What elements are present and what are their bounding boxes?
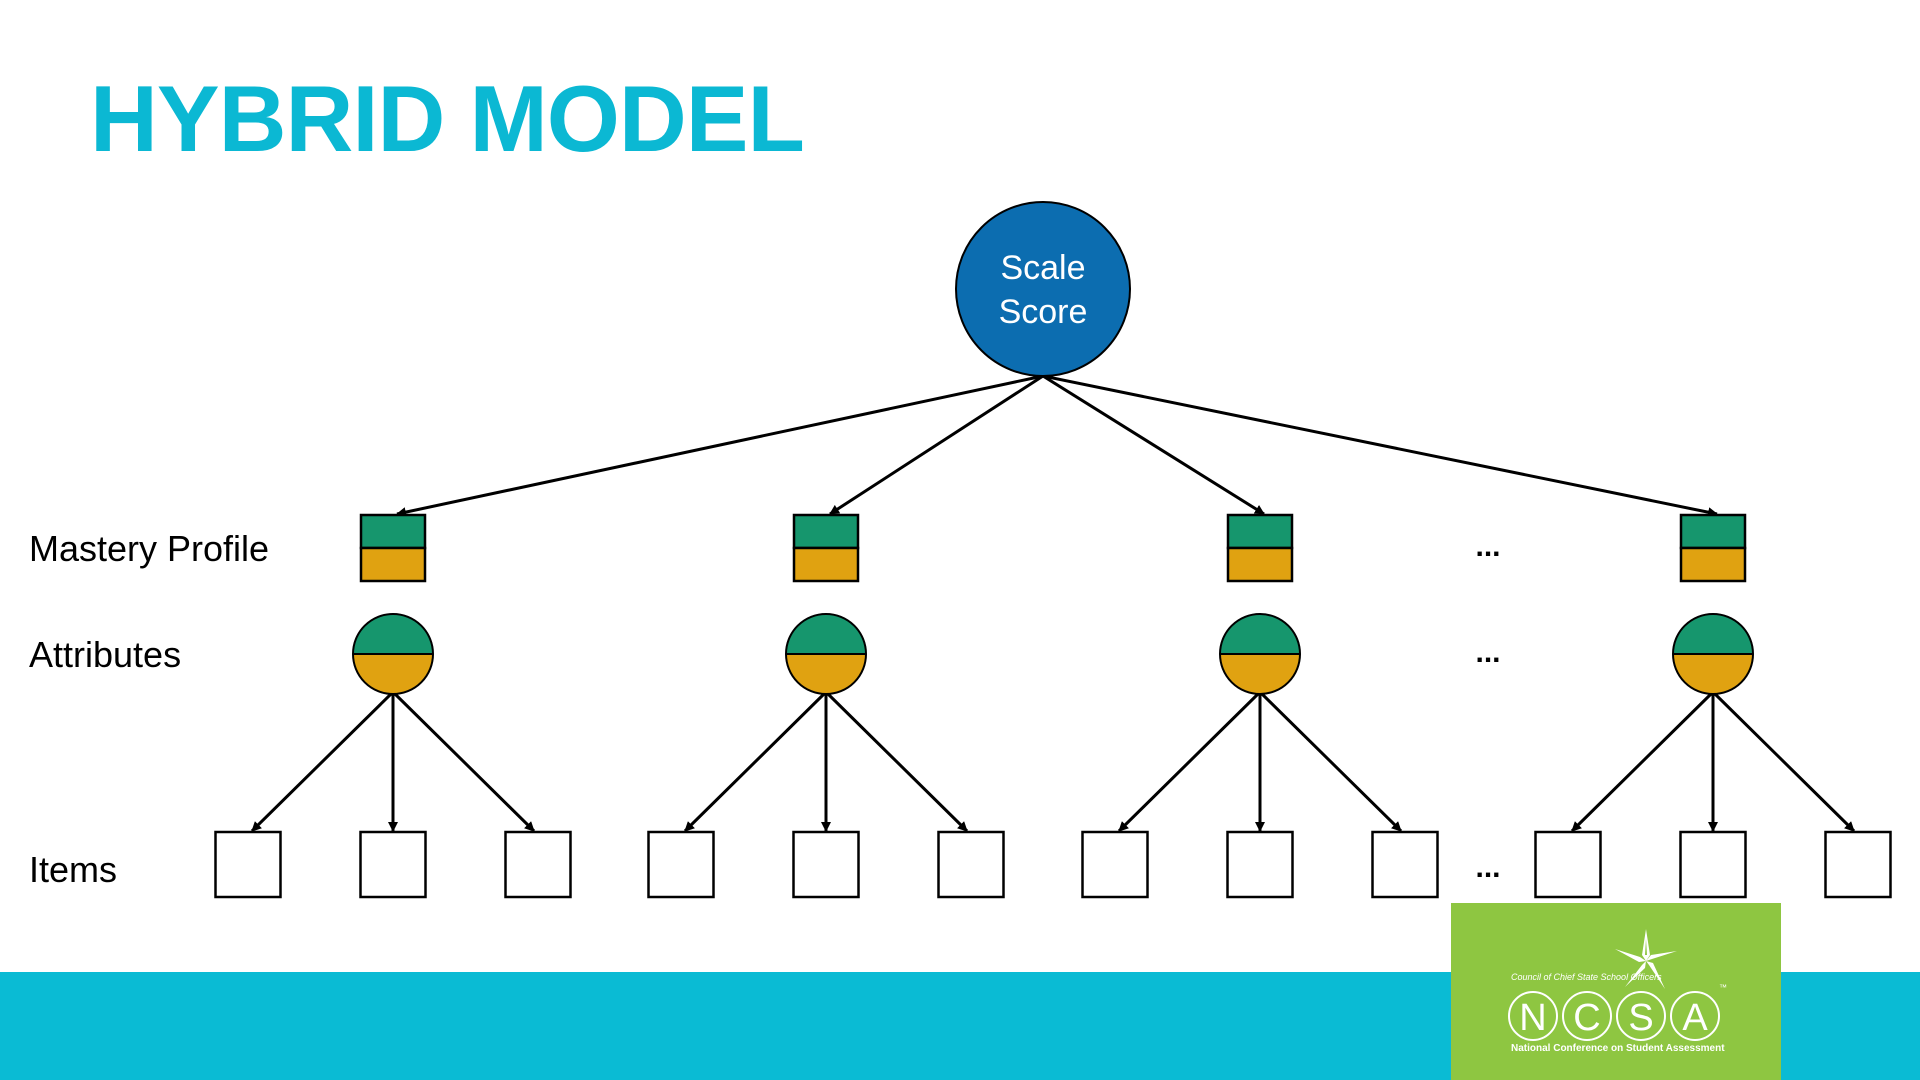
item-node <box>1824 830 1892 899</box>
scale-score-label-line1: Scale <box>1000 249 1085 287</box>
item-node <box>647 830 715 899</box>
root-to-profile-arrow <box>829 374 1044 516</box>
mastery-profile-top <box>1226 513 1294 550</box>
mastery-profile-top <box>359 513 427 550</box>
attribute-node <box>1672 613 1754 695</box>
mastery-profile-bottom <box>359 546 427 583</box>
root-to-profile-arrow <box>396 374 1044 518</box>
attribute-to-item-arrow <box>1711 690 1856 833</box>
slide-title: HYBRID MODEL <box>90 66 805 171</box>
attribute-to-item-arrow <box>250 690 395 833</box>
logo-organization-text: Council of Chief State School Officers <box>1511 972 1662 982</box>
items-label: Items <box>29 849 118 890</box>
mastery-profile-label: Mastery Profile <box>29 528 270 569</box>
item-node <box>1679 830 1747 899</box>
attribute-bottom-half <box>1673 654 1753 694</box>
logo-letter: A <box>1682 997 1708 1039</box>
attribute-to-item-arrow <box>391 690 536 833</box>
attribute-to-item-arrow <box>683 690 828 833</box>
item-node <box>792 830 860 899</box>
logo-full-name: National Conference on Student Assessmen… <box>1511 1043 1725 1054</box>
item-node <box>1534 830 1602 899</box>
root-to-profile-arrow <box>1042 374 1718 518</box>
mastery-profile-bottom <box>1679 546 1747 583</box>
item-node <box>504 830 572 899</box>
attribute-bottom-half <box>786 654 866 694</box>
star-logo-icon <box>1615 929 1677 989</box>
item-node <box>1371 830 1439 899</box>
mastery-profile-bottom <box>792 546 860 583</box>
attribute-top-half <box>1220 614 1300 654</box>
attribute-node <box>785 613 867 695</box>
attribute-node <box>1219 613 1301 695</box>
attribute-bottom-half <box>1220 654 1300 694</box>
scale-score-label-line2: Score <box>999 293 1088 331</box>
item-node <box>937 830 1005 899</box>
items-ellipsis: ... <box>1475 851 1500 884</box>
mastery-ellipsis: ... <box>1475 530 1500 563</box>
item-node <box>1081 830 1149 899</box>
mastery-profile-top <box>1679 513 1747 550</box>
logo-letter: N <box>1519 997 1546 1039</box>
attribute-top-half <box>1673 614 1753 654</box>
trademark-symbol: ™ <box>1719 983 1727 992</box>
root-to-profile-arrow <box>1042 374 1265 516</box>
attribute-bottom-half <box>353 654 433 694</box>
attribute-top-half <box>786 614 866 654</box>
mastery-profile-top <box>792 513 860 550</box>
attribute-to-item-arrow <box>1570 690 1715 833</box>
attribute-node <box>352 613 434 695</box>
attributes-label: Attributes <box>29 634 182 675</box>
scale-score-node <box>955 201 1131 377</box>
logo-letter: S <box>1628 997 1653 1039</box>
ncsa-logo: Council of Chief State School Officers N… <box>1451 903 1781 1080</box>
item-node <box>214 830 282 899</box>
logo-letter: C <box>1573 997 1600 1039</box>
attribute-to-item-arrow <box>824 690 969 833</box>
attributes-ellipsis: ... <box>1475 636 1500 669</box>
diagram-nodes: ScaleScore......... <box>214 201 1892 899</box>
item-node <box>1226 830 1294 899</box>
ncsa-lettermark: N C S A <box>1508 991 1720 1041</box>
attribute-to-item-arrow <box>1258 690 1403 833</box>
diagram-edges <box>250 374 1856 833</box>
attribute-to-item-arrow <box>1117 690 1262 833</box>
item-node <box>359 830 427 899</box>
attribute-top-half <box>353 614 433 654</box>
mastery-profile-bottom <box>1226 546 1294 583</box>
